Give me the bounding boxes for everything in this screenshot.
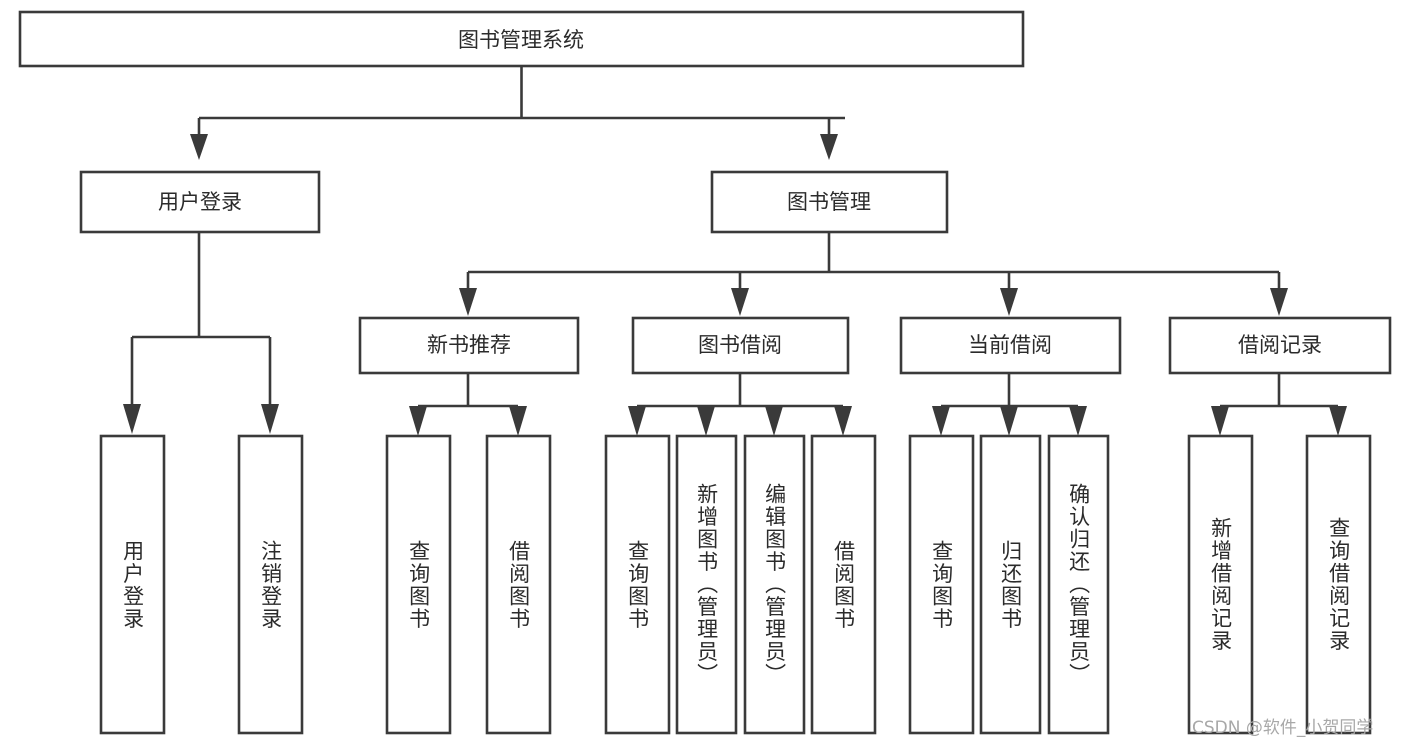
arrowhead-leaf-borrow-book-2 [834, 406, 852, 436]
node-leaf-confirm-return-box[interactable] [1047, 434, 1110, 735]
node-current-borrow-box[interactable] [899, 316, 1122, 375]
arrowhead-leaf-query-book-2 [628, 406, 646, 436]
node-borrow-record-box[interactable] [1168, 316, 1392, 375]
arrowhead-leaf-borrow-book-1 [509, 406, 527, 436]
node-leaf-borrow-book-1-box[interactable] [485, 434, 552, 735]
node-user-login[interactable]: 用户登录 [79, 170, 321, 234]
node-leaf-query-book-2-box[interactable] [604, 434, 671, 735]
arrowhead-new-book-rec [459, 288, 477, 316]
node-book-manage-box[interactable] [710, 170, 949, 234]
node-book-borrow[interactable]: 图书借阅 [631, 316, 850, 375]
node-leaf-query-record-box[interactable] [1305, 434, 1372, 735]
node-current-borrow[interactable]: 当前借阅 [899, 316, 1122, 375]
node-new-book-rec[interactable]: 新书推荐 [358, 316, 580, 375]
arrowhead-book-manage [820, 134, 838, 160]
node-leaf-borrow-book-2-box[interactable] [810, 434, 877, 735]
arrowhead-user-login [190, 134, 208, 160]
arrowhead-leaf-query-record [1329, 406, 1347, 436]
node-layer: 图书管理系统 用户登录 图书管理 新书推荐 图书借阅 当前 [18, 10, 1392, 735]
node-book-borrow-label: 图书借阅 [698, 333, 782, 357]
node-user-login-box[interactable] [79, 170, 321, 234]
arrowhead-leaf-add-record [1211, 406, 1229, 436]
node-new-book-rec-label: 新书推荐 [427, 333, 511, 357]
node-book-manage[interactable]: 图书管理 [710, 170, 949, 234]
node-root-label: 图书管理系统 [458, 28, 584, 52]
node-book-manage-label: 图书管理 [787, 190, 871, 214]
arrowhead-leaf-edit-book [765, 406, 783, 436]
node-leaf-user-logout-box[interactable] [237, 434, 304, 735]
node-root-box[interactable] [18, 10, 1025, 68]
arrowhead-leaf-add-book [697, 406, 715, 436]
arrowhead-leaf-user-logout [261, 404, 279, 434]
node-book-borrow-box[interactable] [631, 316, 850, 375]
node-borrow-record-label: 借阅记录 [1238, 333, 1322, 357]
node-leaf-add-record-box[interactable] [1187, 434, 1254, 735]
node-user-login-label: 用户登录 [158, 190, 242, 214]
arrowhead-borrow-record [1270, 288, 1288, 316]
node-leaf-user-login-box[interactable] [99, 434, 166, 735]
node-new-book-rec-box[interactable] [358, 316, 580, 375]
node-current-borrow-label: 当前借阅 [968, 333, 1052, 357]
node-root[interactable]: 图书管理系统 [18, 10, 1025, 68]
node-leaf-return-book-box[interactable] [979, 434, 1042, 735]
node-leaf-add-book-box[interactable] [675, 434, 738, 735]
arrowhead-leaf-query-book-1 [409, 406, 427, 436]
arrowhead-leaf-user-login [123, 404, 141, 434]
csdn-watermark: CSDN @软件_小贺同学 [1192, 718, 1374, 738]
connector-layer [123, 66, 1347, 436]
arrowhead-leaf-confirm-return [1069, 406, 1087, 436]
arrowhead-book-borrow [731, 288, 749, 316]
node-leaf-query-book-3-box[interactable] [908, 434, 975, 735]
arrowhead-leaf-return-book [1000, 406, 1018, 436]
arrowhead-leaf-query-book-3 [932, 406, 950, 436]
node-leaf-edit-book-box[interactable] [743, 434, 806, 735]
arrowhead-current-borrow [1000, 288, 1018, 316]
node-borrow-record[interactable]: 借阅记录 [1168, 316, 1392, 375]
node-leaf-query-book-1-box[interactable] [385, 434, 452, 735]
